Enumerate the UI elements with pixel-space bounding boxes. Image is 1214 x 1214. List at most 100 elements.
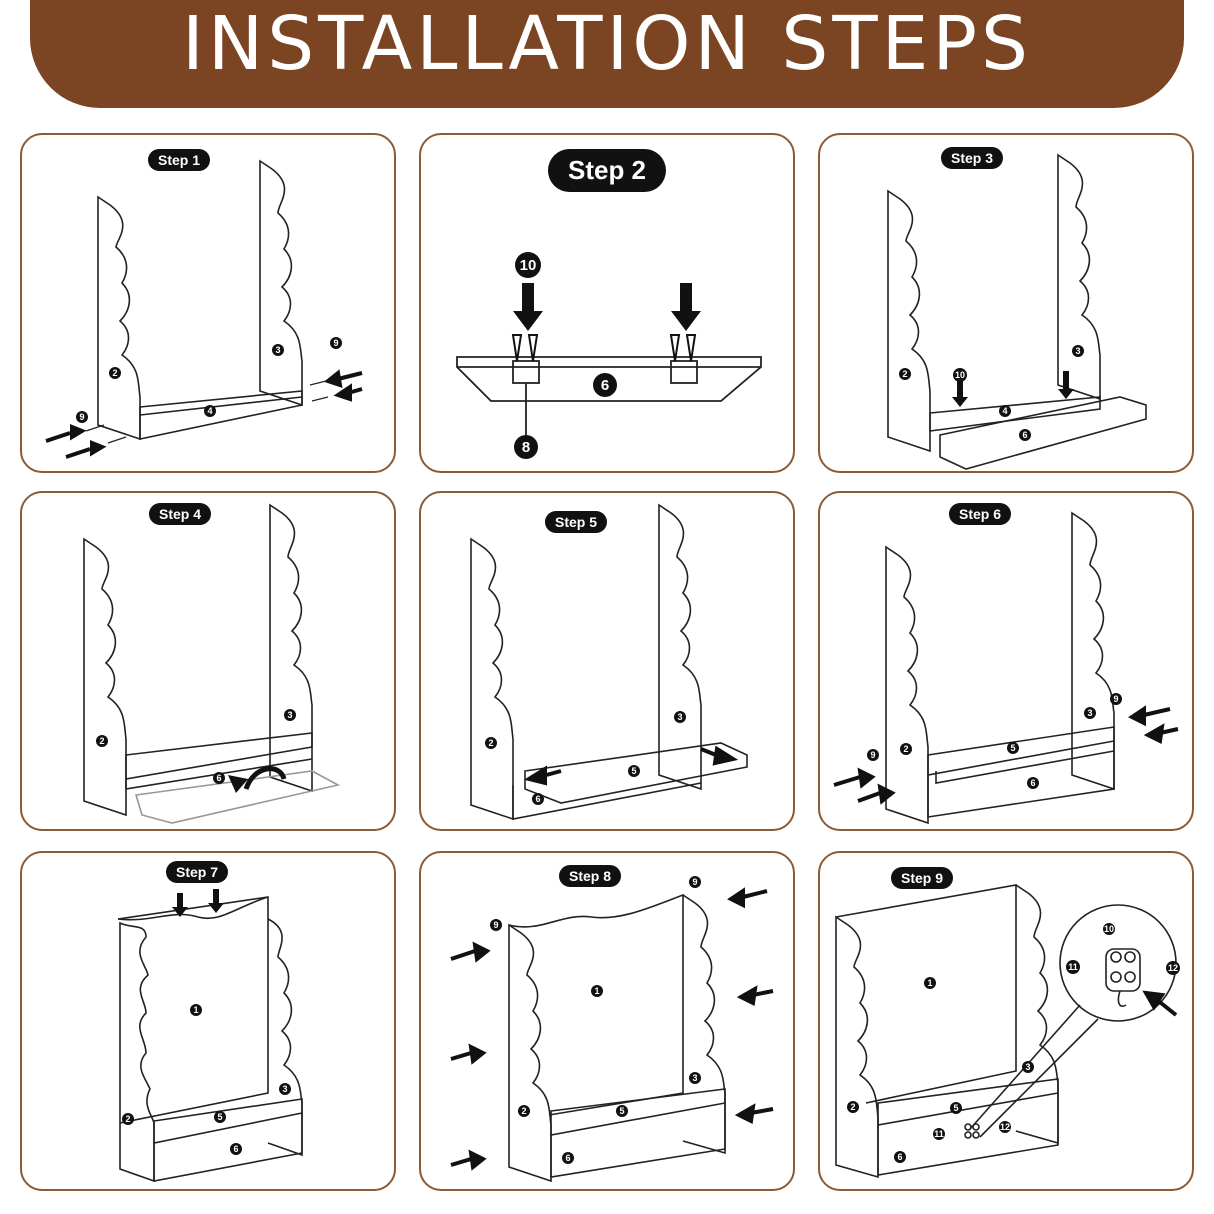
part-number-2 <box>485 737 497 749</box>
part-number-3 <box>272 344 284 356</box>
part-number-10 <box>515 252 541 278</box>
part-label: 12 <box>1168 963 1178 973</box>
part-label: 9 <box>1113 694 1118 704</box>
step-1-illustration: 2 3 4 9 9 <box>45 159 363 459</box>
part-label: 10 <box>520 257 537 274</box>
part-label: 9 <box>333 338 338 348</box>
step-panel-9: Step 9 1 2 3 5 6 10 11 12 11 12 <box>818 851 1194 1191</box>
part-label: 12 <box>1000 1122 1010 1132</box>
part-number-3 <box>284 709 296 721</box>
part-number-2 <box>96 735 108 747</box>
step-panel-8: Step 8 1 2 3 5 6 9 9 <box>419 851 795 1191</box>
part-number-2 <box>518 1105 530 1117</box>
part-label: 1 <box>594 986 599 996</box>
part-label: 2 <box>903 744 908 754</box>
part-label: 3 <box>677 712 682 722</box>
step-badge: Step 8 <box>558 865 622 887</box>
part-label: 5 <box>953 1103 958 1113</box>
part-number-2 <box>847 1101 859 1113</box>
step-panel-2: Step 2 10 6 8 <box>419 133 795 473</box>
part-label: 11 <box>934 1129 944 1139</box>
part-label: 8 <box>522 439 530 456</box>
part-label: 6 <box>1022 430 1027 440</box>
page-title: INSTALLATION STEPS <box>182 1 1032 87</box>
step-2-illustration: 10 6 8 <box>456 252 762 459</box>
part-number-10 <box>1103 923 1115 935</box>
part-number-5 <box>214 1111 226 1123</box>
part-label: 6 <box>233 1144 238 1154</box>
part-number-9 <box>330 337 342 349</box>
step-badge: Step 9 <box>890 867 954 889</box>
part-label: 2 <box>850 1102 855 1112</box>
part-label: 6 <box>565 1153 570 1163</box>
part-number-6 <box>1019 429 1031 441</box>
part-label: 6 <box>601 377 609 394</box>
part-number-4 <box>999 405 1011 417</box>
part-label: 5 <box>619 1106 624 1116</box>
part-number-6 <box>532 793 544 805</box>
part-label: 10 <box>955 370 965 380</box>
part-number-9 <box>867 749 879 761</box>
step-badge: Step 5 <box>544 511 608 533</box>
part-number-5 <box>1007 742 1019 754</box>
part-number-8 <box>514 435 538 459</box>
part-number-3 <box>1022 1061 1034 1073</box>
part-number-9 <box>1110 693 1122 705</box>
part-number-3 <box>1084 707 1096 719</box>
part-label: 6 <box>216 773 221 783</box>
part-number-3 <box>279 1083 291 1095</box>
part-number-9 <box>490 919 502 931</box>
step-badge: Step 6 <box>948 503 1012 525</box>
part-label: 3 <box>1087 708 1092 718</box>
part-number-11 <box>933 1128 945 1140</box>
part-label: 2 <box>902 369 907 379</box>
part-label: 3 <box>275 345 280 355</box>
step-3-illustration: 2 3 4 6 10 <box>887 153 1147 470</box>
part-number-3 <box>689 1072 701 1084</box>
part-label: 1 <box>927 978 932 988</box>
part-number-5 <box>628 765 640 777</box>
part-number-2 <box>109 367 121 379</box>
part-number-9 <box>689 876 701 888</box>
part-number-12 <box>1166 961 1180 975</box>
step-panel-3: Step 3 2 3 4 6 10 <box>818 133 1194 473</box>
part-label: 10 <box>1104 924 1114 934</box>
part-number-6 <box>213 772 225 784</box>
step-badge: Step 4 <box>148 503 212 525</box>
part-number-1 <box>190 1004 202 1016</box>
part-number-1 <box>591 985 603 997</box>
title-banner: INSTALLATION STEPS <box>30 0 1184 108</box>
part-label: 11 <box>1068 962 1078 972</box>
step-badge: Step 7 <box>165 861 229 883</box>
part-label: 3 <box>287 710 292 720</box>
part-label: 2 <box>125 1114 130 1124</box>
part-label: 2 <box>521 1106 526 1116</box>
part-number-3 <box>674 711 686 723</box>
part-label: 2 <box>112 368 117 378</box>
part-number-2 <box>122 1113 134 1125</box>
step-5-illustration: 2 3 5 6 <box>470 503 748 821</box>
part-label: 2 <box>488 738 493 748</box>
part-number-6 <box>593 373 617 397</box>
step-badge: Step 1 <box>147 149 211 171</box>
part-number-6 <box>562 1152 574 1164</box>
step-7-illustration: 1 2 3 5 6 <box>117 889 303 1183</box>
step-9-illustration: 1 2 3 5 6 10 11 12 11 12 <box>835 884 1180 1179</box>
part-number-11 <box>1066 960 1080 974</box>
step-4-illustration: 2 3 6 <box>83 503 341 824</box>
step-badge: Step 3 <box>940 147 1004 169</box>
step-panel-4: Step 4 2 3 6 <box>20 491 396 831</box>
part-label: 2 <box>99 736 104 746</box>
step-panel-7: Step 7 1 2 3 5 6 <box>20 851 396 1191</box>
step-panel-6: Step 6 2 3 5 6 9 9 <box>818 491 1194 831</box>
part-label: 3 <box>1025 1062 1030 1072</box>
part-number-10 <box>953 368 967 382</box>
part-label: 4 <box>207 406 212 416</box>
part-label: 9 <box>79 412 84 422</box>
part-number-6 <box>1027 777 1039 789</box>
part-number-6 <box>230 1143 242 1155</box>
part-label: 9 <box>692 877 697 887</box>
part-number-1 <box>924 977 936 989</box>
part-label: 6 <box>535 794 540 804</box>
part-label: 5 <box>631 766 636 776</box>
